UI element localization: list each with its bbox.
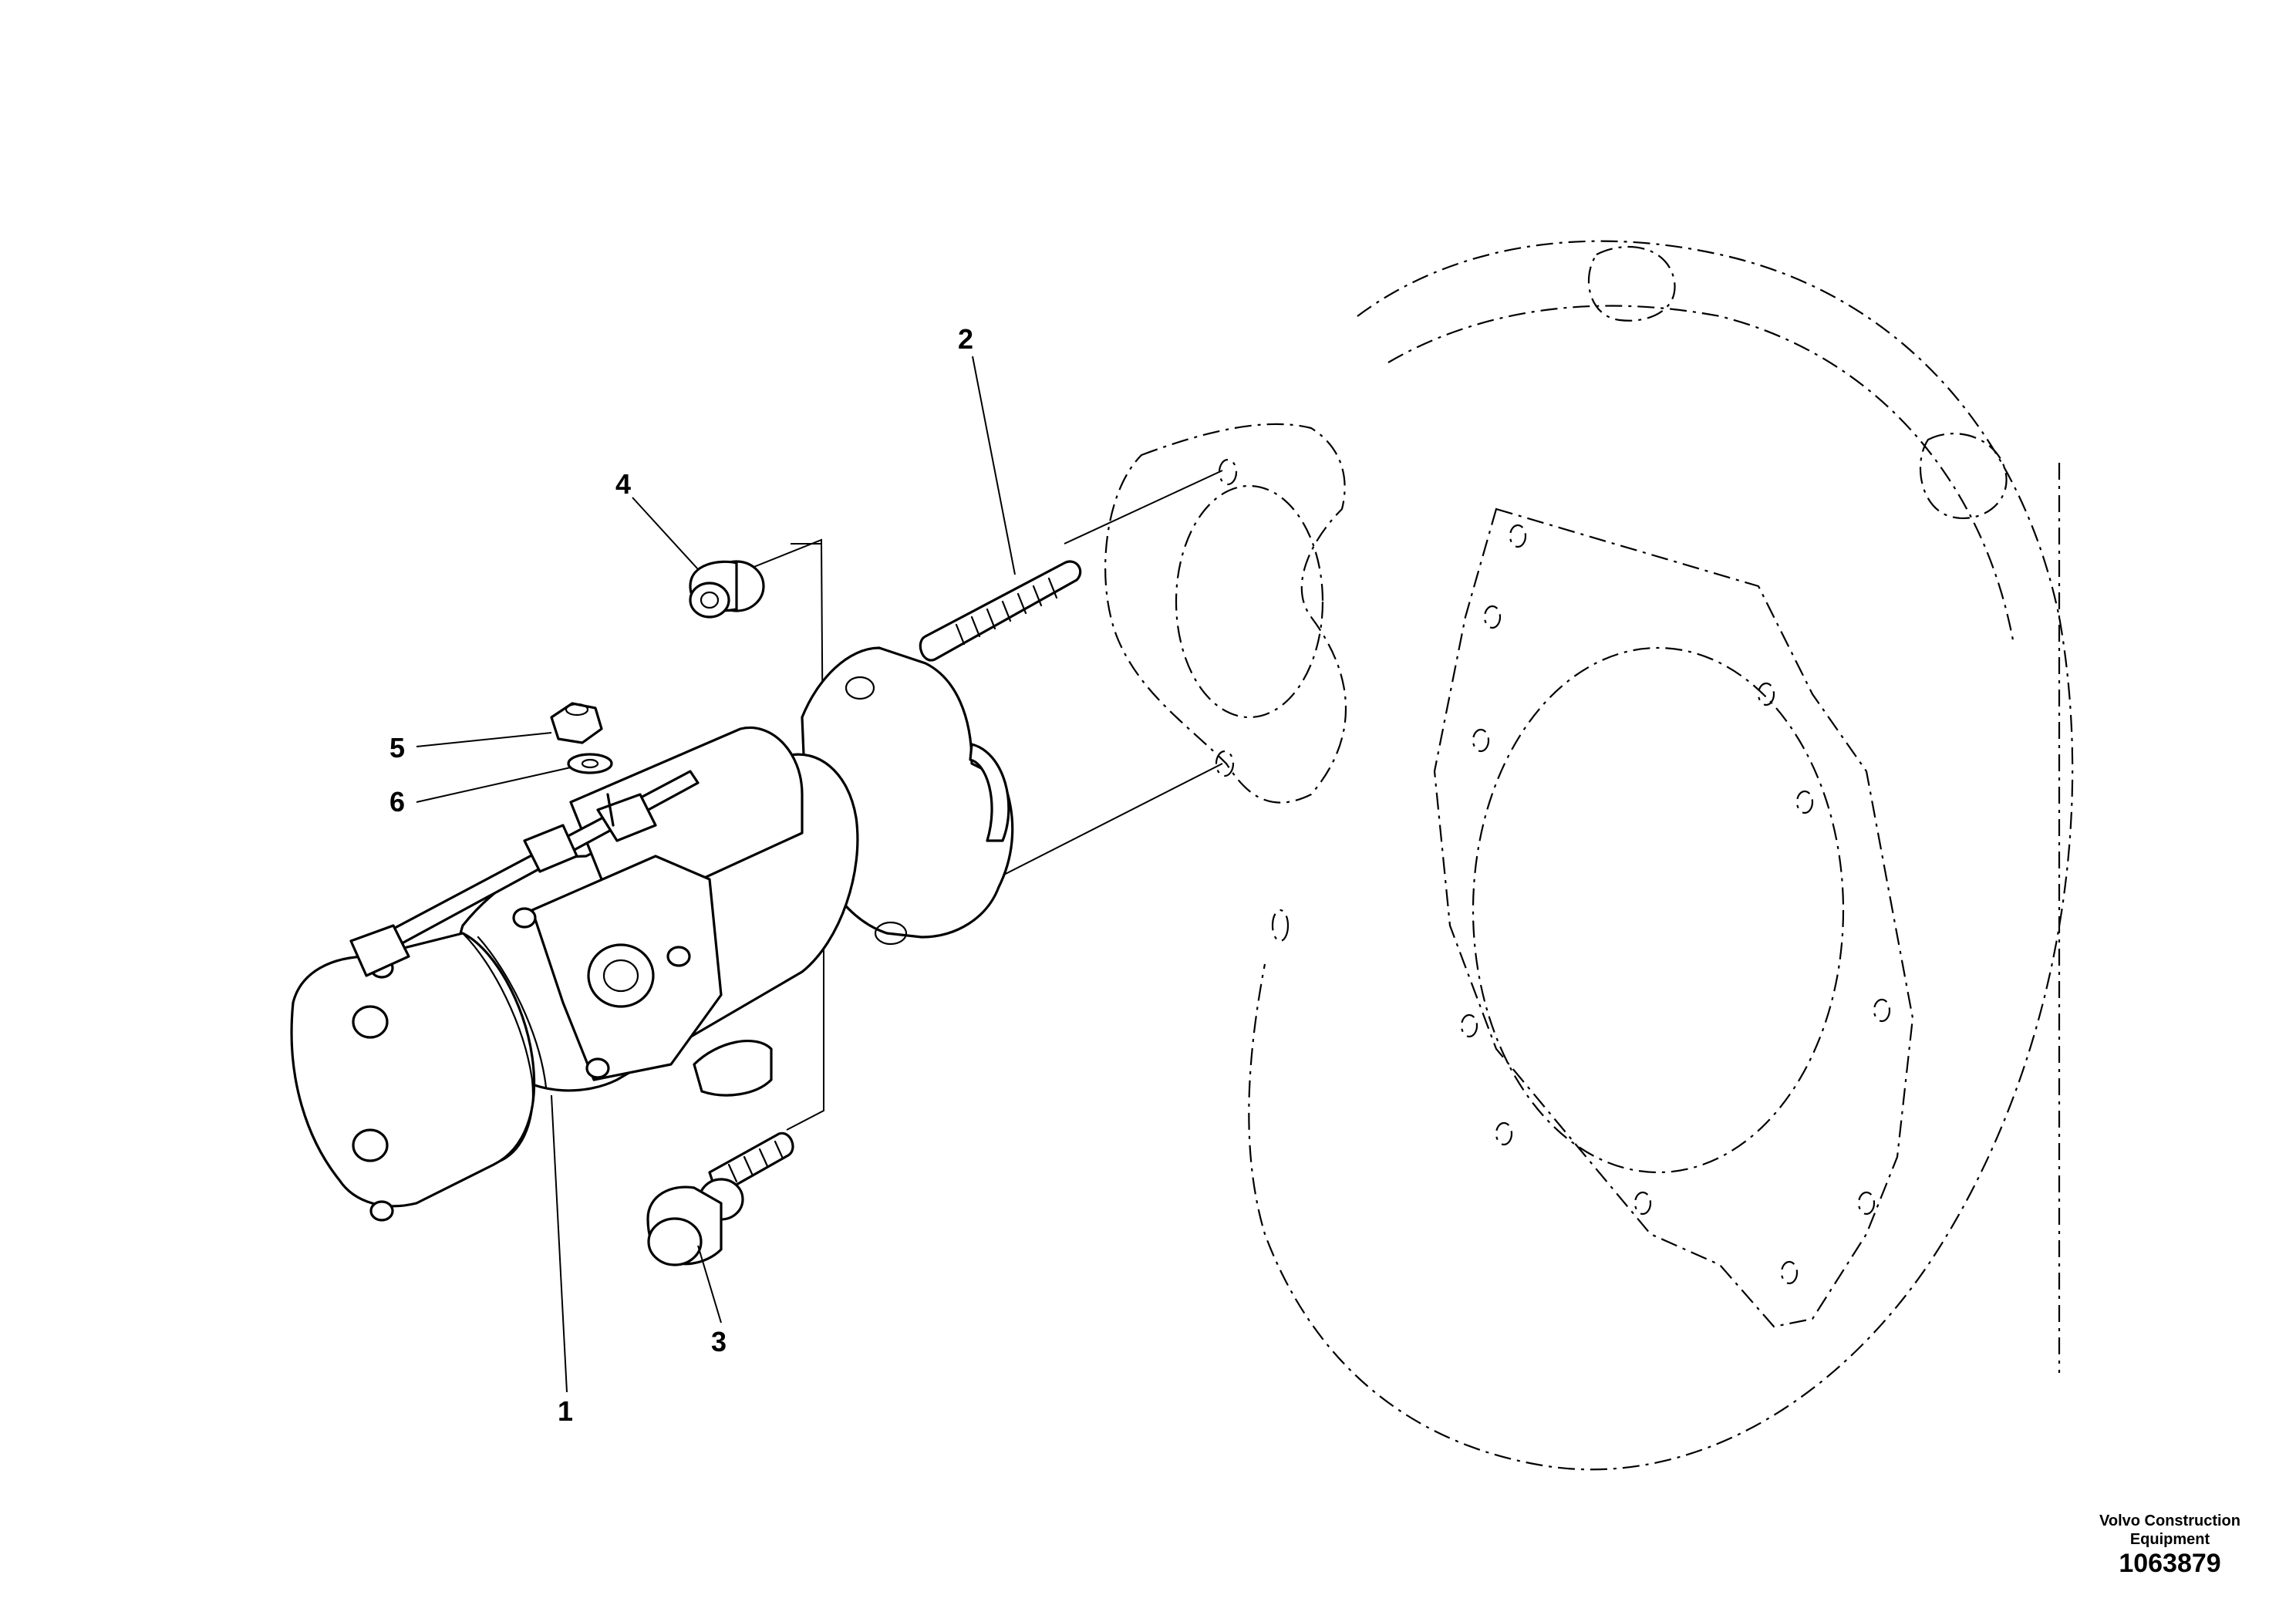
starter-motor xyxy=(290,646,1014,1222)
publisher-credit: Volvo Construction Equipment 1063879 xyxy=(2099,1512,2240,1579)
flange-nut xyxy=(689,560,765,619)
stud xyxy=(919,560,1082,662)
callout-5: 5 xyxy=(389,732,405,764)
publisher-name-line2: Equipment xyxy=(2129,1531,2210,1548)
callout-leaders xyxy=(416,356,1016,1393)
callout-6: 6 xyxy=(389,786,405,818)
callout-2: 2 xyxy=(958,323,973,355)
cap-screw xyxy=(646,1131,794,1266)
publisher-name-line1: Volvo Construction xyxy=(2099,1512,2240,1529)
callout-4: 4 xyxy=(615,468,631,500)
callout-3: 3 xyxy=(711,1326,727,1357)
nut-and-washer xyxy=(550,702,613,774)
flywheel-housing-outline xyxy=(1104,240,2074,1471)
illustration-number: 1063879 xyxy=(2119,1549,2221,1578)
callout-1: 1 xyxy=(558,1395,573,1427)
